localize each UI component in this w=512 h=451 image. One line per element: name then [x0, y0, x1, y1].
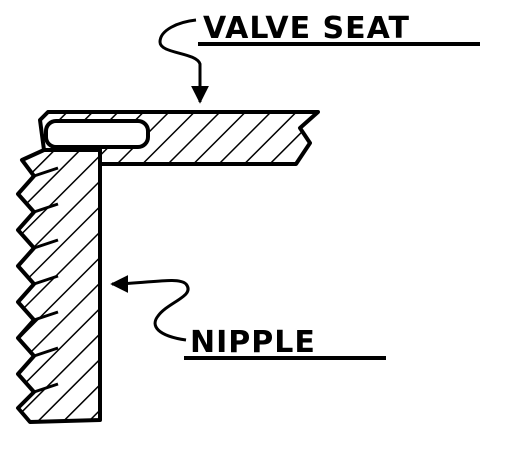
nipple-leader [110, 274, 386, 360]
nipple-part [16, 148, 102, 424]
valve-seat-label: VALVE SEAT [203, 11, 410, 46]
nipple-threads [33, 166, 59, 394]
nipple-label: NIPPLE [190, 325, 316, 360]
valve-seat-slot [44, 119, 150, 149]
valve-seat-leader [158, 18, 480, 104]
valve-seat-part [38, 110, 320, 166]
